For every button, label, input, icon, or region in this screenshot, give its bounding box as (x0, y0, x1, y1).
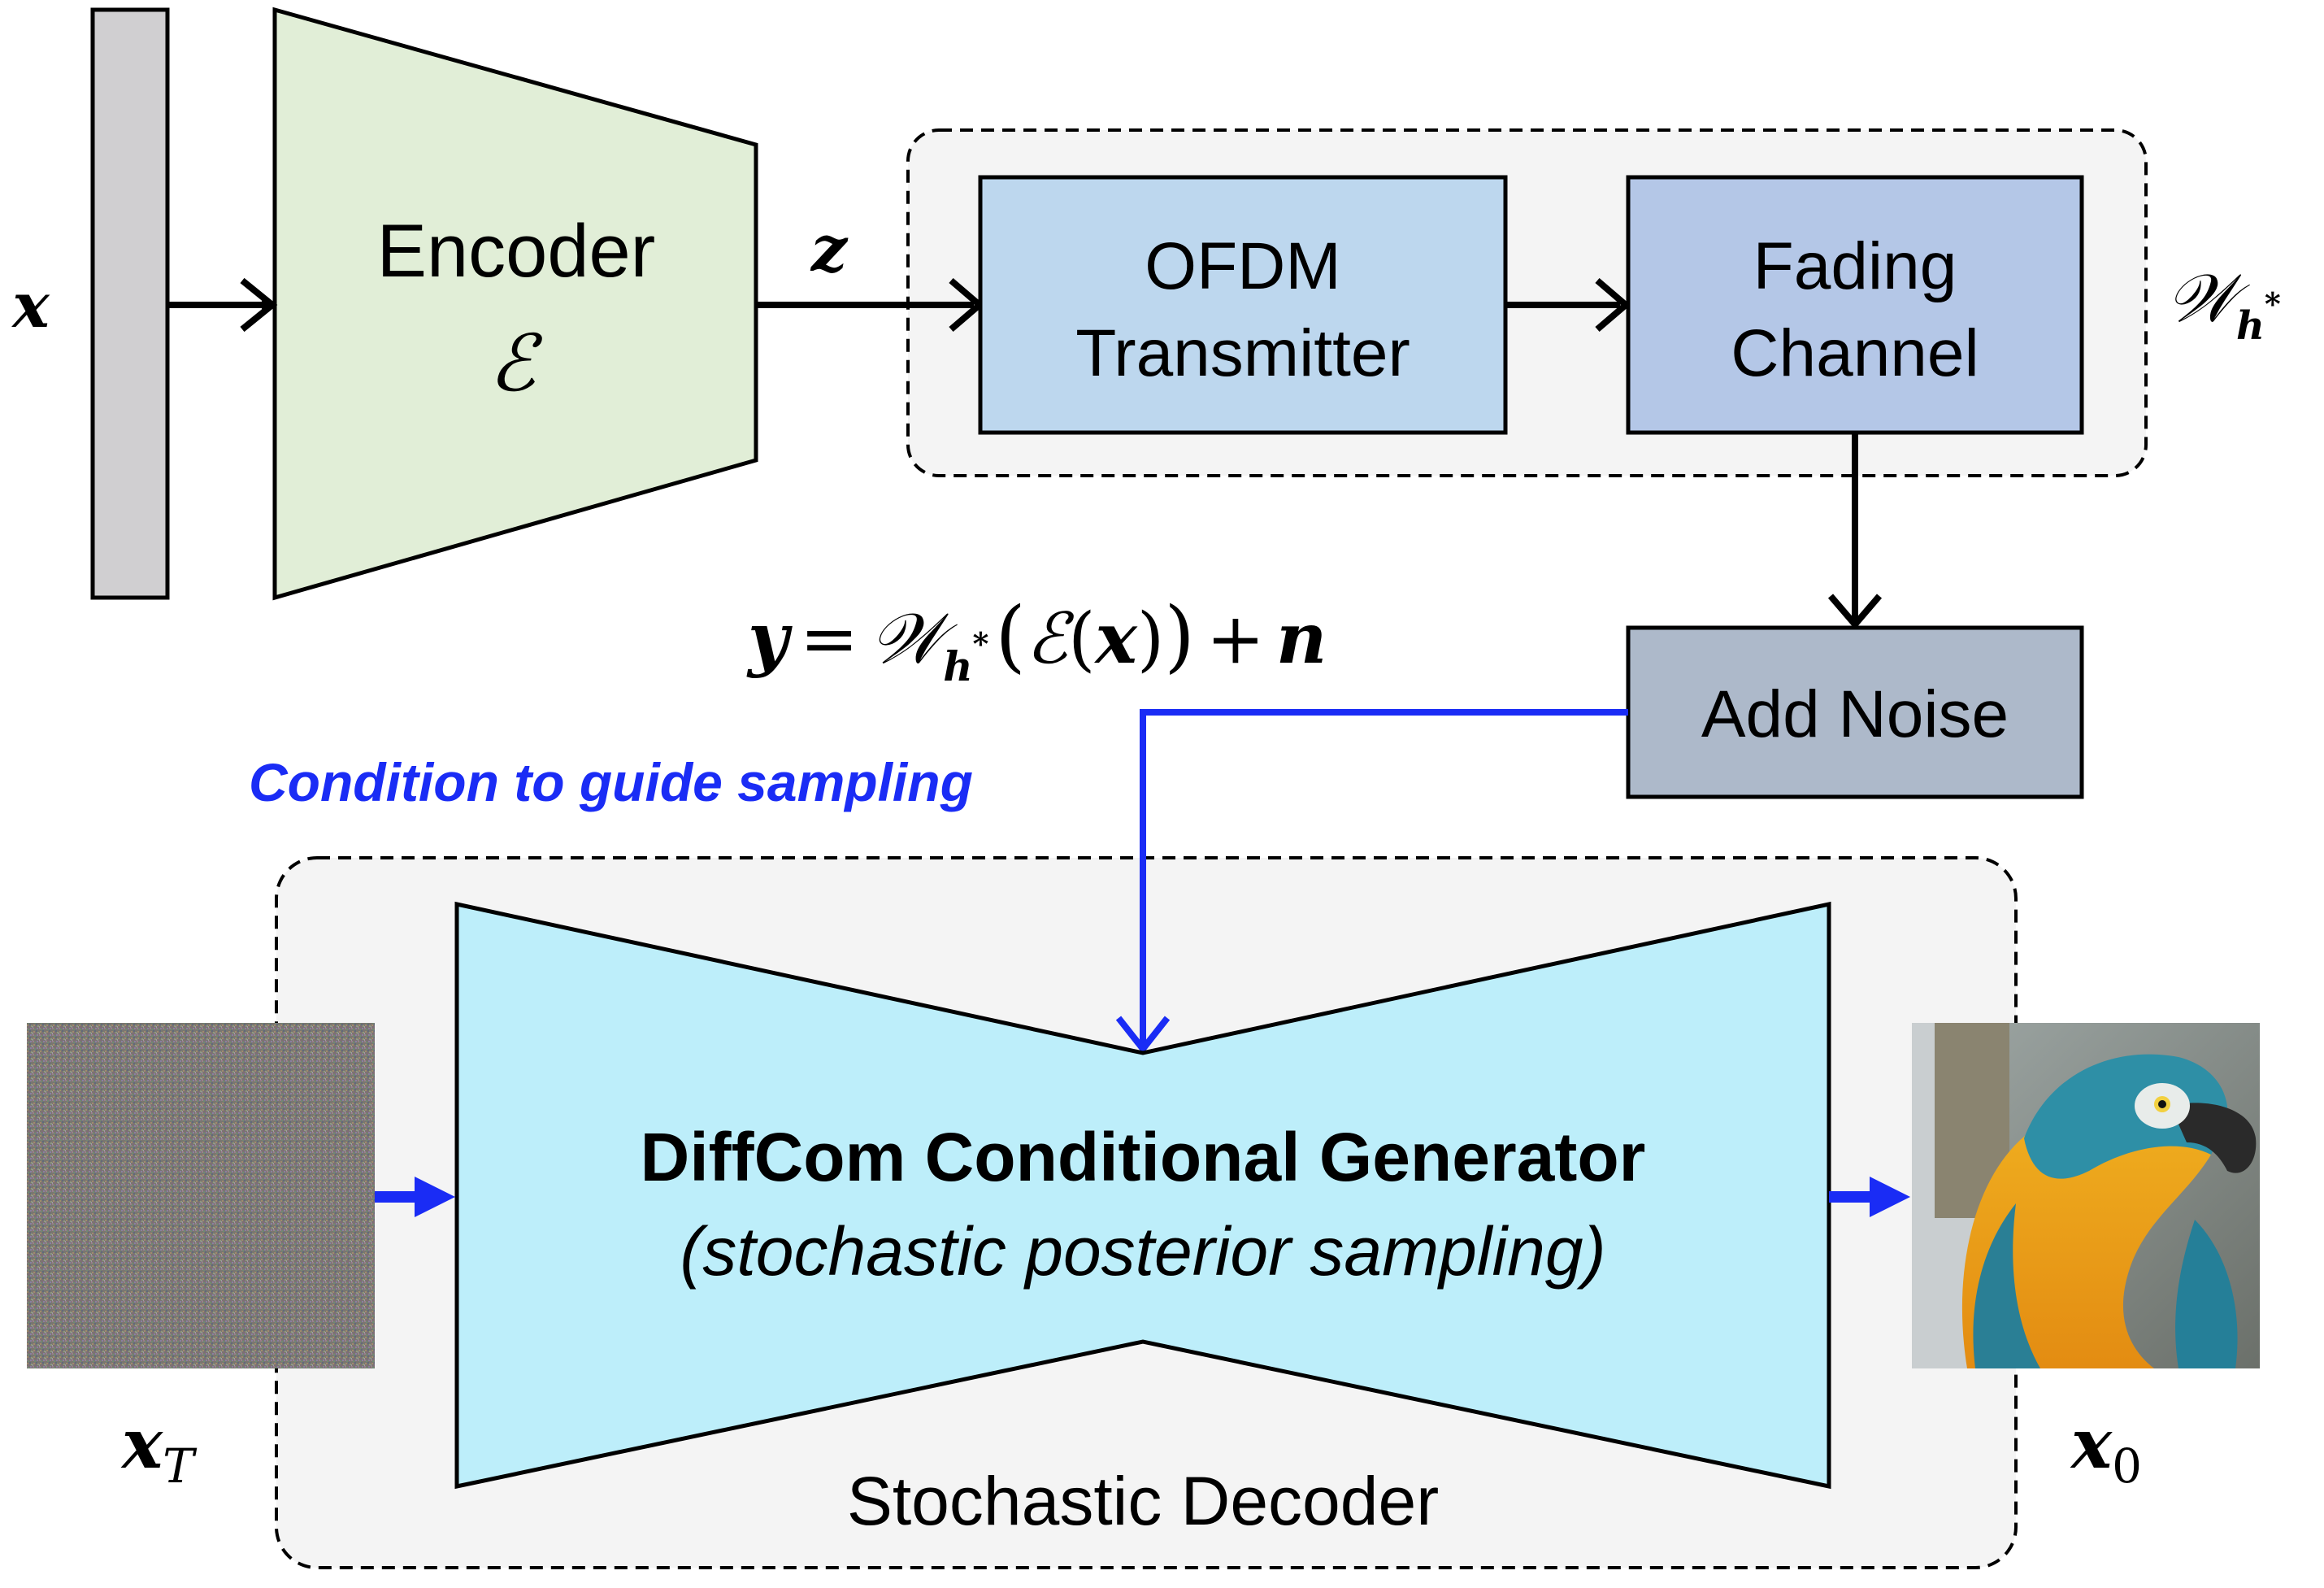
noise-input-symbol: x (120, 1403, 163, 1484)
noise-image (27, 1023, 375, 1368)
noise-input-label: xT (120, 1403, 198, 1494)
generator-subtitle: (stochastic posterior sampling) (680, 1213, 1605, 1290)
arrow-ofdm-to-fading-head (1595, 277, 1631, 333)
eq-inner-open: ( (1068, 598, 1096, 680)
encoder-label: Encoder (377, 210, 656, 293)
channel-operator-label: 𝒲h* (2166, 260, 2281, 349)
condition-arrow-head (1115, 1016, 1171, 1055)
generator-title: DiffCom Conditional Generator (641, 1119, 1646, 1195)
eq-y: y (746, 598, 793, 680)
eq-open-paren: ( (995, 590, 1025, 681)
eq-plus: + (1206, 598, 1265, 680)
diffcom-generator-block (454, 901, 1831, 1490)
add-noise-label: Add Noise (1701, 677, 2009, 751)
output-symbol: x (2070, 1403, 2113, 1484)
eq-sub-h: h (943, 642, 972, 690)
eq-x: x (1094, 598, 1139, 680)
ofdm-transmitter-block (978, 175, 1508, 435)
noise-input-subscript: T (163, 1438, 198, 1494)
ofdm-label-line1: OFDM (1145, 229, 1340, 303)
decoder-label: Stochastic Decoder (847, 1463, 1439, 1539)
output-label: x0 (2070, 1403, 2142, 1494)
received-signal-equation: y=𝒲h*(ℰ(x))+n (746, 590, 1327, 690)
condition-label: Condition to guide sampling (249, 752, 973, 812)
eq-close-paren: ) (1164, 590, 1194, 681)
fading-label-line2: Channel (1731, 316, 1979, 390)
ofdm-label-line2: Transmitter (1075, 316, 1410, 390)
condition-arrow-path (1140, 709, 1628, 1045)
output-image (1912, 1023, 2260, 1368)
output-subscript: 0 (2112, 1438, 2142, 1494)
channel-operator-symbol: 𝒲 (2166, 260, 2250, 337)
encoder-block (272, 7, 758, 601)
latent-symbol: z (810, 212, 849, 286)
fading-channel-block (1626, 175, 2084, 435)
channel-operator-subscript: h (2236, 303, 2265, 349)
add-noise-block (1626, 625, 2084, 799)
arrow-noise-to-generator-head (415, 1177, 455, 1217)
arrow-generator-to-output-head (1870, 1177, 1910, 1217)
eq-W: 𝒲 (870, 598, 958, 680)
fading-label-line1: Fading (1753, 229, 1957, 303)
arrow-input-to-encoder-head (240, 277, 278, 333)
eq-E: ℰ (1026, 598, 1075, 680)
encoder-symbol: ℰ (489, 318, 543, 409)
eq-equals: = (800, 598, 858, 680)
eq-inner-close: ) (1137, 598, 1165, 680)
input-bar (90, 7, 170, 600)
eq-n: n (1276, 598, 1327, 680)
channel-operator-superscript: * (2265, 285, 2281, 322)
arrow-fading-to-noise-head (1827, 594, 1883, 630)
eq-sup-star: * (973, 625, 989, 662)
input-symbol: x (11, 269, 50, 342)
